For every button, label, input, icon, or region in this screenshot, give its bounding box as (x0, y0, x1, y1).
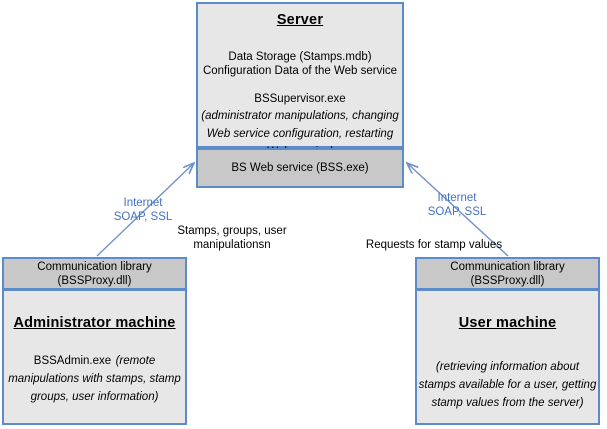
administrator-description: (remote manipulations with stamps, stamp… (8, 355, 181, 403)
administrator-machine-title: Administrator machine (13, 315, 176, 331)
connector-label-left-protocol: Internet SOAP, SSL (113, 197, 173, 223)
connector-label-left-flow: Stamps, groups, user manipulationsn (177, 225, 287, 251)
connector-label-right-flow: Requests for stamp values (365, 239, 503, 251)
user-communication-library-box: Communication library (BSSProxy.dll) (415, 257, 600, 290)
administrator-exe-label: BSSAdmin.exe (33, 355, 112, 367)
server-storage-text: Data Storage (Stamps.mdb) Configuration … (202, 51, 398, 77)
server-supervisor-text: BSSupervisor.exe (254, 93, 346, 105)
bs-web-service-box: BS Web service (BSS.exe) (196, 148, 404, 188)
bs-web-service-label: BS Web service (BSS.exe) (231, 162, 369, 174)
connector-label-right-protocol: Internet SOAP, SSL (427, 192, 487, 218)
user-machine-title: User machine (458, 315, 557, 331)
admin-communication-library-box: Communication library (BSSProxy.dll) (2, 257, 187, 290)
administrator-machine-box: Administrator machine BSSAdmin.exe (remo… (2, 289, 187, 425)
admin-communication-library-label: Communication library (BSSProxy.dll) (37, 260, 152, 287)
user-communication-library-label: Communication library (BSSProxy.dll) (450, 260, 565, 287)
server-box: Server Data Storage (Stamps.mdb) Configu… (196, 2, 404, 158)
server-title: Server (276, 12, 324, 28)
user-machine-description: (retrieving information about stamps ava… (418, 361, 597, 409)
user-machine-box: User machine (retrieving information abo… (415, 289, 600, 425)
